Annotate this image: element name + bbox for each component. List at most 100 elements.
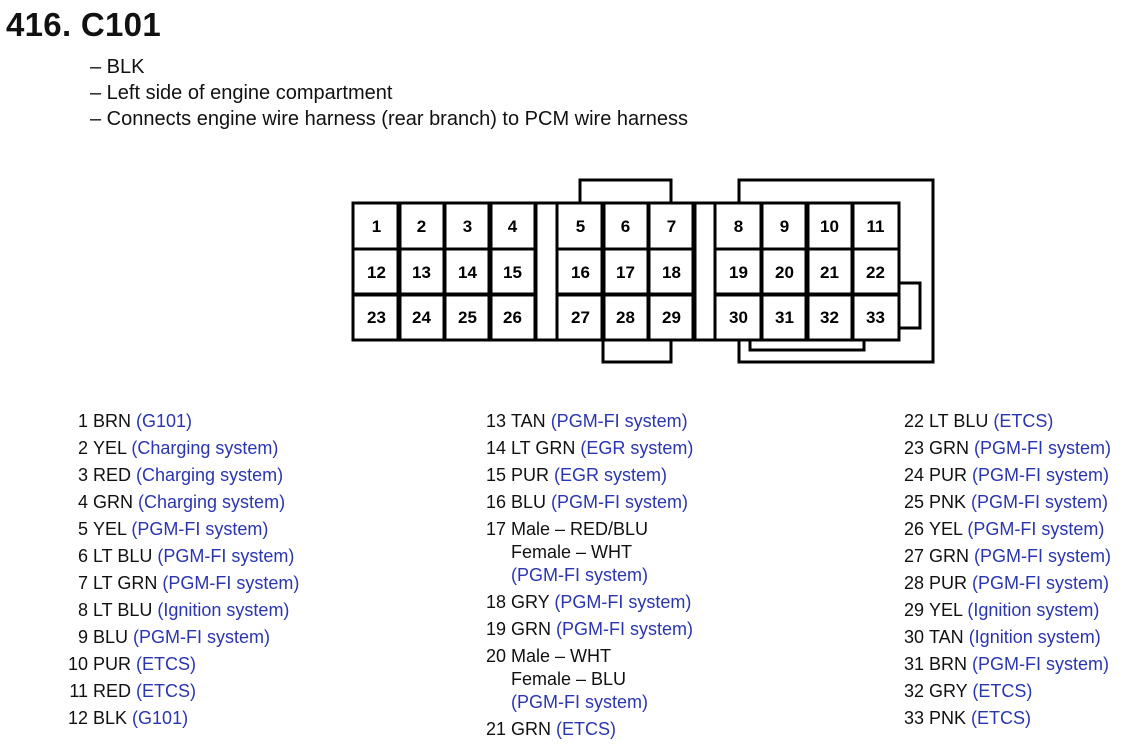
wire-color: LT BLU bbox=[93, 546, 153, 566]
circuit-system: (Ignition system) bbox=[157, 600, 290, 620]
wire-color: YEL bbox=[929, 519, 963, 539]
wire-color: TAN bbox=[511, 411, 546, 431]
pin-cavity-29 bbox=[646, 292, 697, 342]
circuit-system: (PGM-FI system) bbox=[972, 654, 1110, 674]
pin-number-30: 30 bbox=[729, 308, 748, 327]
circuit-system: (PGM-FI system) bbox=[131, 519, 269, 539]
wire-color: GRN bbox=[93, 492, 133, 512]
circuit-system: (PGM-FI system) bbox=[974, 438, 1112, 458]
pin-number-21: 21 bbox=[820, 263, 839, 282]
pin-entry-number: 4 bbox=[77, 492, 88, 512]
wire-color: RED bbox=[93, 465, 132, 485]
pin-number-13: 13 bbox=[412, 263, 431, 282]
connector-description: – Connects engine wire harness (rear bra… bbox=[90, 108, 689, 130]
wire-color: PNK bbox=[929, 708, 967, 728]
pin-number-24: 24 bbox=[412, 308, 431, 327]
pin-entry-number: 7 bbox=[77, 573, 88, 593]
side-latch bbox=[899, 281, 922, 330]
pin-entry-number: 30 bbox=[903, 627, 924, 647]
connector-color: – BLK bbox=[90, 56, 145, 78]
pin-entry-number: 32 bbox=[903, 681, 924, 701]
connector-location: – Left side of engine compartment bbox=[90, 82, 393, 104]
wire-color: TAN bbox=[929, 627, 964, 647]
pin-number-20: 20 bbox=[775, 263, 794, 282]
circuit-system: (EGR system) bbox=[554, 465, 668, 485]
page-title: 416. C101 bbox=[6, 6, 161, 43]
pin-cavity-25 bbox=[442, 292, 493, 342]
wire-color: GRY bbox=[511, 592, 550, 612]
pin-number-4: 4 bbox=[508, 217, 518, 236]
pin-entry-number: 2 bbox=[77, 438, 88, 458]
circuit-system: (PGM-FI system) bbox=[974, 546, 1112, 566]
pin-number-17: 17 bbox=[616, 263, 635, 282]
wire-color: GRN bbox=[929, 546, 969, 566]
circuit-system: (EGR system) bbox=[580, 438, 694, 458]
pin-number-33: 33 bbox=[866, 308, 885, 327]
circuit-system: (Ignition system) bbox=[967, 600, 1100, 620]
circuit-system: (ETCS) bbox=[972, 681, 1033, 701]
circuit-system: (PGM-FI system) bbox=[556, 619, 694, 639]
wire-color-female: Female – WHT bbox=[511, 542, 633, 562]
pin-entry-number: 5 bbox=[77, 519, 88, 539]
wire-color: Male – RED/BLU bbox=[511, 519, 649, 539]
wire-color: BLU bbox=[511, 492, 547, 512]
pin-entry-number: 24 bbox=[903, 465, 924, 485]
circuit-system: (PGM-FI system) bbox=[972, 573, 1110, 593]
wire-color: BRN bbox=[929, 654, 968, 674]
lock-bar bbox=[748, 340, 866, 352]
pin-number-10: 10 bbox=[820, 217, 839, 236]
pin-entry-number: 15 bbox=[485, 465, 506, 485]
top-latch-left bbox=[578, 178, 673, 203]
circuit-system: (G101) bbox=[136, 411, 193, 431]
pin-number-19: 19 bbox=[729, 263, 748, 282]
circuit-system: (Charging system) bbox=[138, 492, 286, 512]
circuit-system: (Ignition system) bbox=[968, 627, 1101, 647]
pin-entry-number: 29 bbox=[903, 600, 924, 620]
wire-color: Male – WHT bbox=[511, 646, 612, 666]
wire-color: GRN bbox=[929, 438, 969, 458]
pin-number-15: 15 bbox=[503, 263, 522, 282]
pin-entry-number: 12 bbox=[67, 708, 88, 728]
circuit-system: (ETCS) bbox=[136, 654, 197, 674]
wire-color: LT GRN bbox=[511, 438, 576, 458]
pin-number-26: 26 bbox=[503, 308, 522, 327]
circuit-system: (PGM-FI system) bbox=[157, 546, 295, 566]
circuit-system: (PGM-FI system) bbox=[511, 565, 648, 585]
pin-number-31: 31 bbox=[775, 308, 794, 327]
pin-number-5: 5 bbox=[576, 217, 585, 236]
pin-number-22: 22 bbox=[866, 263, 885, 282]
pin-number-28: 28 bbox=[616, 308, 635, 327]
pin-entry-number: 31 bbox=[903, 654, 924, 674]
pin-entry-number: 8 bbox=[77, 600, 88, 620]
pin-entry-number: 18 bbox=[485, 592, 506, 612]
pin-entry-number: 23 bbox=[903, 438, 924, 458]
circuit-system: (ETCS) bbox=[993, 411, 1054, 431]
pin-number-6: 6 bbox=[621, 217, 630, 236]
pin-number-14: 14 bbox=[458, 263, 477, 282]
pin-entry-number: 26 bbox=[903, 519, 924, 539]
pin-entry-number: 22 bbox=[903, 411, 924, 431]
wire-color: BLU bbox=[93, 627, 129, 647]
wire-color: PNK bbox=[929, 492, 967, 512]
pin-number-8: 8 bbox=[734, 217, 743, 236]
